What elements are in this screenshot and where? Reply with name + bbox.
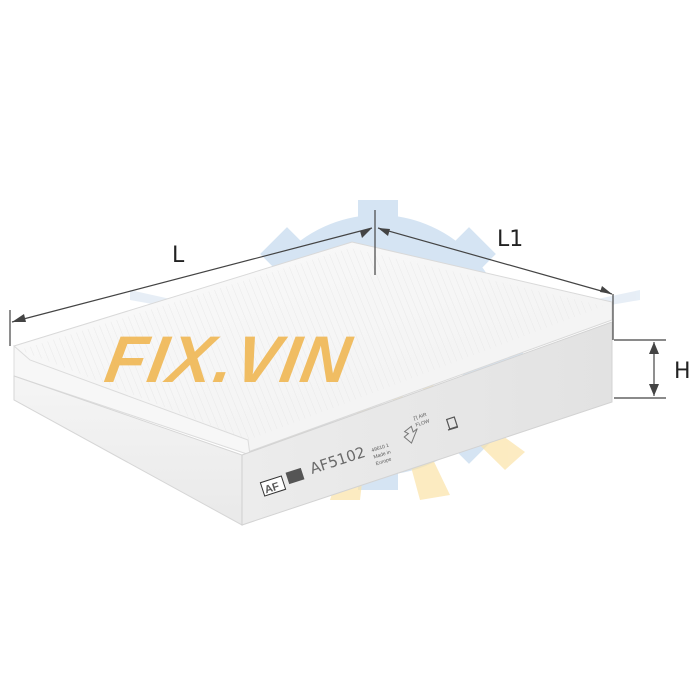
flow-line-1: ∏ AIR	[413, 412, 428, 422]
brand-logo: AF	[259, 467, 305, 497]
print-line-1: 49610 1	[371, 443, 390, 454]
flow-line-2: FLOW	[415, 418, 431, 428]
cabin-filter	[13, 241, 613, 526]
airflow-arrow-icon	[403, 425, 418, 444]
svg-text:49610 1 Made in Eu: 49610 1 Made in Europe	[371, 442, 396, 467]
print-line-2: Made in	[373, 449, 392, 460]
brand-logo-text: AF	[263, 480, 281, 496]
dimension-label-width: L1	[497, 227, 523, 252]
orientation-icon	[445, 416, 459, 431]
dimension-label-height: H	[674, 359, 691, 384]
print-line-3: Europe	[375, 456, 392, 467]
filter-frame-left	[13, 344, 251, 456]
dimension-label-length: L	[172, 243, 185, 268]
dimension-lines	[9, 210, 666, 399]
svg-text:∏ AIR FLOW: ∏ AIR FLOW	[413, 412, 431, 429]
watermark-text: FIX.VIN	[100, 323, 358, 396]
